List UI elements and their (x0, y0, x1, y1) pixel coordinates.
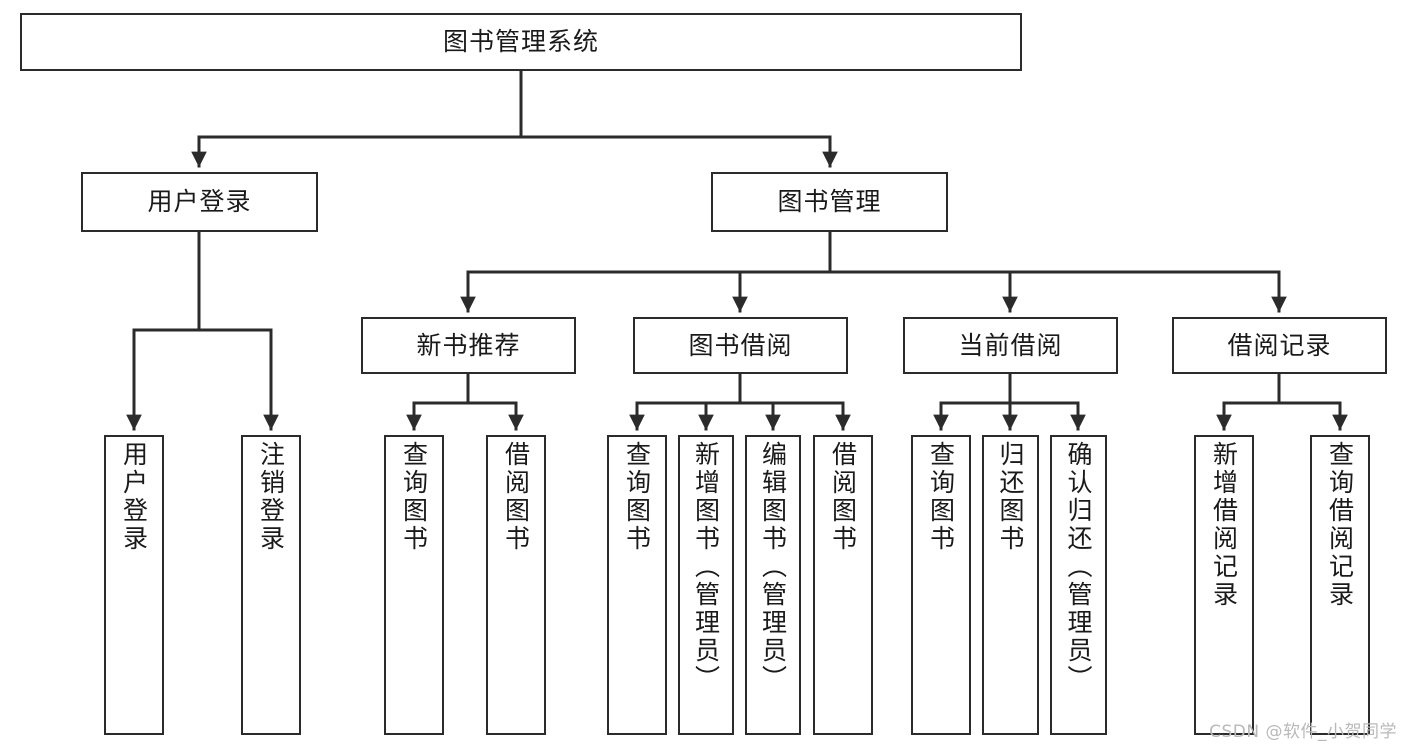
node-label: 注销登录 (256, 441, 286, 553)
node-book-borrow[interactable]: 图书借阅 (633, 317, 848, 374)
leaf-book-borrow-borrow-book[interactable]: 借阅图书 (813, 435, 873, 735)
leaf-borrow-record-add-record[interactable]: 新增借阅记录 (1194, 435, 1254, 735)
watermark-text: CSDN @软件_小贺同学 (1209, 722, 1397, 742)
leaf-new-book-query-book[interactable]: 查询图书 (384, 435, 444, 735)
node-label: 查询图书 (926, 441, 956, 553)
node-label: 查询借阅记录 (1325, 441, 1355, 609)
node-current-borrow[interactable]: 当前借阅 (903, 317, 1118, 374)
node-label: 图书管理 (777, 187, 882, 217)
node-user-login[interactable]: 用户登录 (81, 172, 318, 232)
leaf-current-borrow-query-book[interactable]: 查询图书 (911, 435, 971, 735)
node-label: 新增借阅记录 (1209, 441, 1239, 609)
leaf-book-borrow-add-book-admin[interactable]: 新增图书（管理员） (678, 435, 734, 735)
node-label: 归还图书 (996, 441, 1025, 553)
leaf-current-borrow-confirm-return-admin[interactable]: 确认归还（管理员） (1050, 435, 1107, 735)
leaf-book-borrow-query-book[interactable]: 查询图书 (607, 435, 667, 735)
node-label: 图书借阅 (688, 330, 793, 360)
node-label: 新书推荐 (416, 330, 521, 360)
leaf-new-book-borrow-book[interactable]: 借阅图书 (486, 435, 546, 735)
node-new-book-recommend[interactable]: 新书推荐 (361, 317, 576, 374)
leaf-current-borrow-return-book[interactable]: 归还图书 (982, 435, 1039, 735)
leaf-user-login-login[interactable]: 用户登录 (104, 435, 164, 735)
node-label: 查询图书 (399, 441, 429, 553)
node-label: 图书管理系统 (442, 27, 599, 57)
node-label: 借阅记录 (1227, 330, 1332, 360)
node-label: 用户登录 (147, 187, 252, 217)
leaf-borrow-record-query-record[interactable]: 查询借阅记录 (1310, 435, 1370, 735)
node-label: 查询图书 (622, 441, 652, 553)
node-label: 确认归还（管理员） (1064, 441, 1093, 693)
node-borrow-record[interactable]: 借阅记录 (1172, 317, 1387, 374)
node-book-management[interactable]: 图书管理 (711, 172, 948, 232)
node-label: 编辑图书（管理员） (758, 441, 788, 693)
node-label: 借阅图书 (828, 441, 858, 553)
leaf-book-borrow-edit-book-admin[interactable]: 编辑图书（管理员） (745, 435, 801, 735)
node-root-book-management-system[interactable]: 图书管理系统 (20, 13, 1022, 71)
node-label: 新增图书（管理员） (691, 441, 721, 693)
node-label: 用户登录 (119, 441, 149, 553)
leaf-user-login-logout[interactable]: 注销登录 (241, 435, 301, 735)
node-label: 借阅图书 (501, 441, 531, 553)
node-label: 当前借阅 (958, 330, 1063, 360)
